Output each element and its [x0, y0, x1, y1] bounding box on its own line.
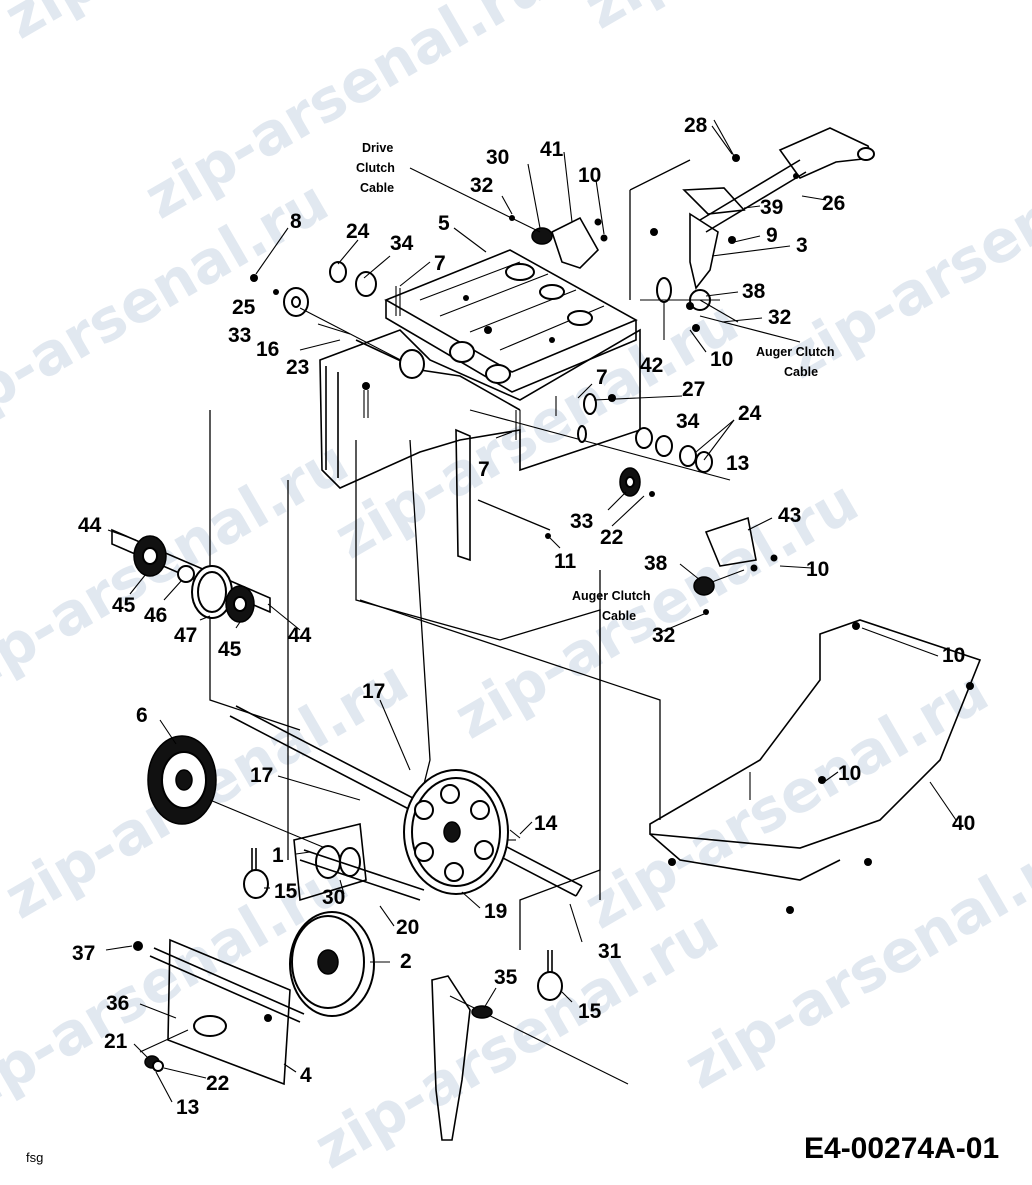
watermark: zip-arsenal.ru: [133, 0, 559, 232]
callout-3: 3: [796, 234, 808, 257]
callout-15: 15: [578, 1000, 602, 1023]
callout-5: 5: [438, 212, 450, 235]
callout-33: 33: [570, 510, 593, 533]
auger-clutch-top-caption-line2: Cable: [784, 365, 818, 379]
callout-37: 37: [72, 942, 95, 965]
drive-clutch-caption-line2: Clutch: [356, 161, 395, 175]
callout-42: 42: [640, 354, 663, 377]
callout-45: 45: [218, 638, 242, 661]
callout-38: 38: [742, 280, 766, 303]
callout-7: 7: [596, 366, 608, 389]
callout-22: 22: [600, 526, 623, 549]
callout-10: 10: [710, 348, 733, 371]
auger-clutch-top-caption-line1: Auger Clutch: [756, 345, 834, 359]
callout-27: 27: [682, 378, 705, 401]
callout-44: 44: [78, 514, 102, 537]
callout-13: 13: [726, 452, 749, 475]
callout-14: 14: [534, 812, 558, 835]
callout-22: 22: [206, 1072, 229, 1095]
callout-4: 4: [300, 1064, 312, 1087]
auger-clutch-mid-caption-line2: Cable: [602, 609, 636, 623]
callout-46: 46: [144, 604, 167, 627]
callout-19: 19: [484, 900, 507, 923]
callout-30: 30: [486, 146, 509, 169]
callout-24: 24: [346, 220, 370, 243]
auger-clutch-mid-caption-line1: Auger Clutch: [572, 589, 650, 603]
callout-47: 47: [174, 624, 197, 647]
callout-32: 32: [470, 174, 493, 197]
callout-28: 28: [684, 114, 708, 137]
callout-6: 6: [136, 704, 148, 727]
callout-7: 7: [478, 458, 490, 481]
callout-32: 32: [652, 624, 675, 647]
callout-25: 25: [232, 296, 256, 319]
callout-45: 45: [112, 594, 136, 617]
drive-clutch-caption-line3: Cable: [360, 181, 394, 195]
callout-40: 40: [952, 812, 975, 835]
cable-captions: Drive Clutch Cable Auger Clutch Cable Au…: [356, 141, 834, 623]
callout-26: 26: [822, 192, 845, 215]
watermark: zip-arsenal.ru: [573, 0, 999, 42]
callout-labels: 28 26 39 9 3 38 32 10 42 30 41 32 10 5 8…: [72, 114, 975, 1119]
drawing-code: E4-00274A-01: [804, 1132, 999, 1165]
callout-10: 10: [578, 164, 601, 187]
callout-9: 9: [766, 224, 778, 247]
callout-10: 10: [838, 762, 861, 785]
callout-11: 11: [554, 550, 577, 573]
initials-label: fsg: [26, 1150, 43, 1165]
callout-2: 2: [400, 950, 412, 973]
callout-20: 20: [396, 916, 419, 939]
callout-44: 44: [288, 624, 312, 647]
callout-10: 10: [806, 558, 829, 581]
callout-17: 17: [250, 764, 273, 787]
callout-43: 43: [778, 504, 801, 527]
callout-16: 16: [256, 338, 279, 361]
callout-33: 33: [228, 324, 251, 347]
callout-10: 10: [942, 644, 965, 667]
callout-41: 41: [540, 138, 564, 161]
drive-clutch-caption-line1: Drive: [362, 141, 393, 155]
callout-34: 34: [676, 410, 700, 433]
callout-21: 21: [104, 1030, 128, 1053]
callout-7: 7: [434, 252, 446, 275]
callout-34: 34: [390, 232, 414, 255]
callout-8: 8: [290, 210, 302, 233]
callout-39: 39: [760, 196, 783, 219]
callout-17: 17: [362, 680, 385, 703]
callout-15: 15: [274, 880, 298, 903]
callout-35: 35: [494, 966, 518, 989]
callout-32: 32: [768, 306, 791, 329]
callout-13: 13: [176, 1096, 199, 1119]
callout-31: 31: [598, 940, 622, 963]
callout-38: 38: [644, 552, 668, 575]
callout-1: 1: [272, 844, 284, 867]
watermark: zip-arsenal.ru: [443, 467, 869, 752]
callout-36: 36: [106, 992, 129, 1015]
callout-30: 30: [322, 886, 345, 909]
callout-23: 23: [286, 356, 309, 379]
line-art: [105, 119, 982, 1141]
callout-24: 24: [738, 402, 762, 425]
